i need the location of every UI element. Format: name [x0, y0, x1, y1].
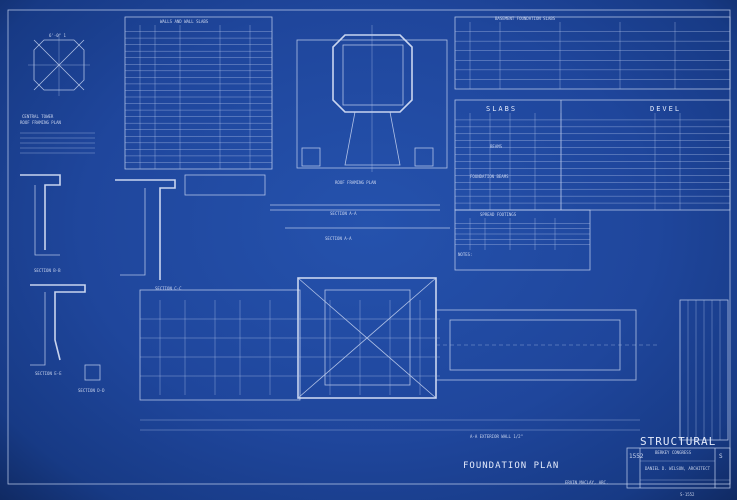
section-bb-label: SECTION B-B — [34, 268, 61, 273]
title-block: STRUCTURAL 1552 BERKEY CONGRESS DANIEL D… — [565, 435, 731, 497]
central-tower-plan: 6'-0" 1 CENTRAL TOWER ROOF FRAMING PLAN — [20, 33, 95, 154]
section-details: SECTION B-B SECTION E-E SECTION D-D SECT… — [20, 174, 450, 393]
devel-title: DEVEL — [650, 105, 681, 113]
spread-footings-table: SPREAD FOOTINGS NOTES: — [454, 209, 591, 271]
central-tower-title: CENTRAL TOWER — [22, 114, 54, 119]
section-aa-upper-label: SECTION A-A — [330, 211, 357, 216]
slabs-title: SLABS — [486, 105, 517, 113]
section-dd-label: SECTION D-D — [78, 388, 105, 393]
revision-notes-strip — [679, 299, 729, 441]
spread-footings-title: SPREAD FOOTINGS — [480, 212, 517, 217]
sheet-border — [7, 9, 731, 485]
basement-slabs-title: BASEMENT FOUNDATION SLABS — [495, 16, 556, 21]
beams-title: BEAMS — [490, 144, 503, 149]
foundation-beams-title: FOUNDATION BEAMS — [470, 174, 509, 179]
foundation-plan-title: FOUNDATION PLAN — [463, 461, 559, 471]
bottom-stamp: S-1552 — [680, 492, 695, 497]
section-aa-lower-label: SECTION A-A — [325, 236, 352, 241]
walls-schedule-title: WALLS AND WALL SLABS — [160, 19, 209, 24]
foundation-plan: A-A EXTERIOR WALL 1/2" FOUNDATION PLAN — [139, 277, 660, 471]
slabs-beams-tables: SLABS DEVEL BEAMS FOUNDATION BEAMS — [454, 99, 731, 211]
tower-dimension: 6'-0" 1 — [49, 33, 66, 38]
walls-schedule-table: WALLS AND WALL SLABS — [124, 16, 273, 170]
section-cc-label: SECTION C-C — [155, 286, 182, 291]
architect-name: DANIEL D. WILSON, ARCHITECT — [645, 466, 711, 471]
roof-framing-plan-title: ROOF FRAMING PLAN — [335, 180, 377, 185]
client-name: BERKEY CONGRESS — [655, 450, 692, 455]
sheet-number: S — [719, 453, 723, 460]
section-ee-label: SECTION E-E — [35, 371, 62, 376]
exterior-wall-dimension: A-A EXTERIOR WALL 1/2" — [470, 434, 523, 439]
drawing-number: 1552 — [629, 453, 644, 460]
roof-framing-plan: ROOF FRAMING PLAN — [296, 25, 448, 185]
draftsman-name: ERVIN MACLAY, ARC. — [565, 480, 608, 485]
basement-slabs-table: BASEMENT FOUNDATION SLABS — [454, 16, 731, 90]
notes-label: NOTES: — [458, 252, 472, 257]
sheet-title: STRUCTURAL — [640, 435, 716, 448]
central-tower-subtitle: ROOF FRAMING PLAN — [20, 120, 62, 125]
